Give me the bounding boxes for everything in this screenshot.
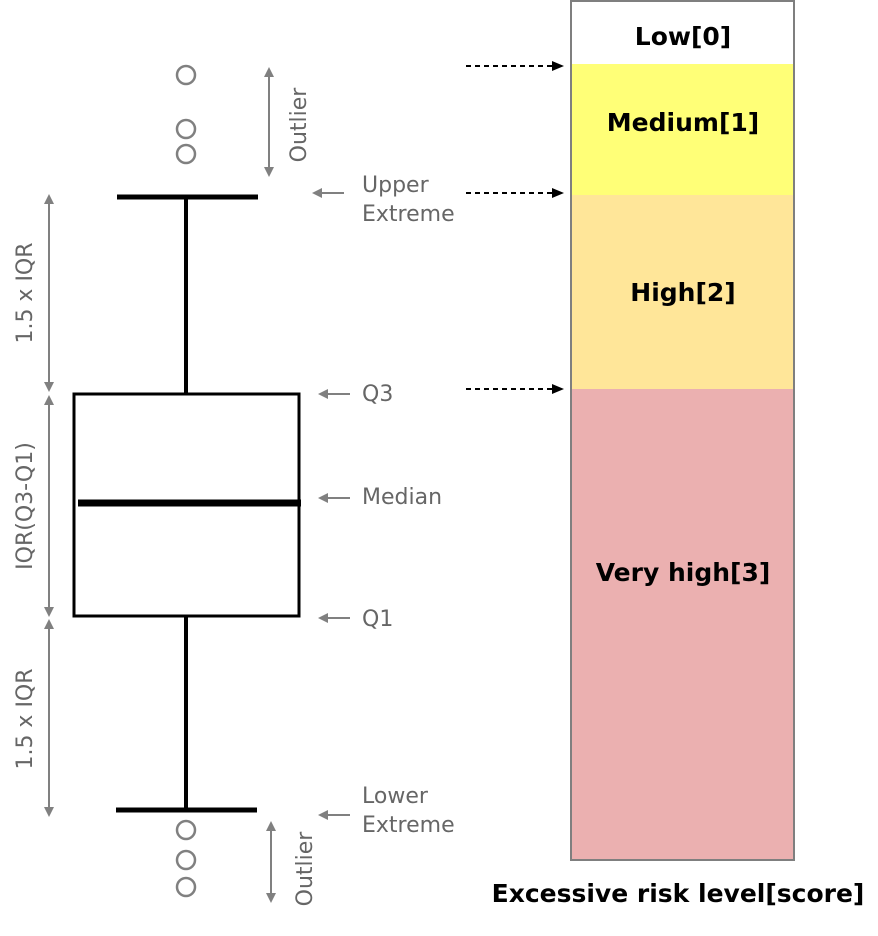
lower-span-label: 1.5 x IQR — [13, 668, 38, 769]
box-plot — [72, 64, 301, 898]
risk-level-caption: Excessive risk level[score] — [492, 879, 865, 908]
band-very-high-label: Very high[3] — [596, 558, 771, 587]
band-high — [571, 195, 794, 389]
band-very-high — [571, 389, 794, 860]
q1-label: Q1 — [362, 607, 393, 632]
pointer-arrows — [312, 188, 350, 820]
outlier-top-label: Outlier — [287, 87, 312, 163]
upper-extreme-label-line1: Upper — [362, 173, 430, 198]
bar-border — [570, 0, 795, 861]
level-connectors — [466, 61, 564, 394]
span-arrows — [44, 67, 276, 903]
outlier-bottom-3 — [175, 876, 197, 898]
upper-span-label: 1.5 x IQR — [13, 242, 38, 343]
band-low-label: Low[0] — [635, 22, 731, 51]
annotation-labels: Outlier Outlier Upper Extreme Q3 Median … — [13, 87, 455, 907]
lower-extreme-label-line2: Extreme — [362, 813, 455, 838]
upper-extreme-label-line2: Extreme — [362, 202, 455, 227]
iqr-span-label: IQR(Q3-Q1) — [13, 442, 38, 570]
band-low — [571, 1, 794, 64]
band-high-label: High[2] — [630, 278, 735, 307]
outlier-top-3 — [175, 143, 197, 165]
lower-extreme-label-line1: Lower — [362, 784, 429, 809]
band-medium — [571, 64, 794, 195]
band-medium-label: Medium[1] — [607, 108, 759, 137]
outlier-bottom-label: Outlier — [293, 831, 318, 907]
outlier-top-1 — [175, 64, 197, 86]
risk-level-bar: Low[0] Medium[1] High[2] Very high[3] — [570, 0, 795, 861]
outlier-bottom-1 — [175, 819, 197, 841]
outlier-bottom-2 — [175, 849, 197, 871]
q3-label: Q3 — [362, 382, 393, 407]
outlier-top-2 — [175, 118, 197, 140]
median-label: Median — [362, 485, 442, 510]
